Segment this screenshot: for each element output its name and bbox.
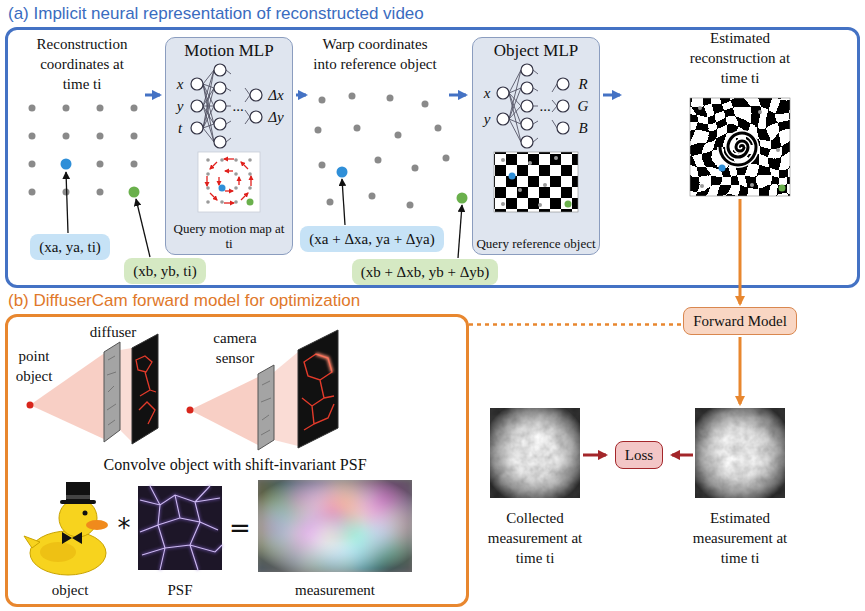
operator-symbol: =	[210, 514, 270, 542]
coordinate-callout: (xb + Δxb, yb + Δyb)	[352, 259, 499, 285]
mlp-box: Object MLP Query reference object	[472, 37, 600, 255]
image-caption: Estimated measurement at time ti	[680, 508, 800, 568]
image-label: object	[20, 580, 120, 600]
input-variable: t	[150, 119, 210, 137]
label-wrap: diffuser	[78, 322, 148, 342]
input-variable: x	[150, 75, 210, 93]
label-wrap: camera sensor	[205, 328, 265, 368]
box-title: Motion MLP	[166, 41, 292, 61]
output-variable: Δy	[246, 108, 306, 126]
box-text: Forward Model	[693, 312, 787, 330]
output-variable: B	[553, 119, 613, 137]
loss-box: Loss	[615, 441, 663, 469]
label-wrap: ...	[208, 97, 268, 115]
label-wrap: y	[150, 97, 210, 115]
box-title: Object MLP	[473, 41, 599, 61]
dashed-connector	[469, 323, 683, 326]
column-caption: Warp coordinates into reference object	[310, 34, 440, 74]
input-variable: y	[457, 110, 517, 128]
label-wrap: Reconstruction coordinates at time ti	[28, 34, 136, 94]
panel-heading: (b) DiffuserCam forward model for optimi…	[8, 291, 360, 311]
box-note: Query reference object	[476, 236, 596, 251]
coordinate-callout: (xa, ya, ti)	[30, 234, 110, 260]
label-wrap: B	[553, 119, 613, 137]
image-label: measurement	[275, 580, 395, 600]
mlp-box: Motion MLP Query motion map at ti	[165, 37, 293, 255]
process-box: Forward Model	[683, 307, 797, 335]
output-variable: R	[553, 75, 613, 93]
panel-heading: (a) Implicit neural representation of re…	[8, 4, 424, 24]
box-text: (xb, yb, ti)	[133, 262, 196, 280]
label-wrap: Estimated measurement at time ti	[680, 508, 800, 568]
part-label: camera sensor	[205, 328, 265, 368]
label-wrap: Convolve object with shift-invariant PSF	[25, 455, 445, 475]
label-wrap: point object	[8, 346, 60, 386]
image-caption: Collected measurement at time ti	[475, 508, 595, 568]
label-wrap: Warp coordinates into reference object	[310, 34, 440, 74]
box-text: (xb + Δxb, yb + Δyb)	[361, 263, 490, 281]
label-wrap: PSF	[130, 580, 230, 600]
label-wrap: =	[210, 514, 270, 542]
coordinate-callout: (xb, yb, ti)	[124, 258, 205, 284]
part-label: diffuser	[78, 322, 148, 342]
box-text: (xa, ya, ti)	[39, 238, 101, 256]
label-wrap: R	[553, 75, 613, 93]
column-caption: Reconstruction coordinates at time ti	[28, 34, 136, 94]
label-wrap: x	[457, 84, 517, 102]
label-wrap: x	[150, 75, 210, 93]
input-variable: x	[457, 84, 517, 102]
label-wrap: measurement	[275, 580, 395, 600]
layer-ellipsis: ...	[208, 97, 268, 115]
part-label: point object	[8, 346, 60, 386]
title-wrap: Motion MLP	[166, 41, 292, 61]
label-wrap: ...	[515, 97, 575, 115]
heading-wrap: (b) DiffuserCam forward model for optimi…	[8, 291, 360, 311]
label-wrap: Δy	[246, 108, 306, 126]
image-label: PSF	[130, 580, 230, 600]
title-wrap: Object MLP	[473, 41, 599, 61]
note-wrap: Query reference object	[476, 236, 596, 251]
output-variable: Δx	[246, 86, 306, 104]
label-wrap: t	[150, 119, 210, 137]
label-wrap: *	[94, 514, 154, 542]
layer-ellipsis: ...	[515, 97, 575, 115]
note-wrap: Query motion map at ti	[169, 221, 289, 251]
heading-wrap: (a) Implicit neural representation of re…	[8, 4, 424, 24]
box-note: Query motion map at ti	[169, 221, 289, 251]
caption-text: Convolve object with shift-invariant PSF	[25, 455, 445, 475]
output-variable: G	[553, 97, 613, 115]
box-text: (xa + Δxa, ya + Δya)	[309, 230, 434, 248]
coordinate-callout: (xa + Δxa, ya + Δya)	[300, 226, 443, 252]
operator-symbol: *	[94, 514, 154, 542]
label-wrap: G	[553, 97, 613, 115]
label-wrap: y	[457, 110, 517, 128]
input-variable: y	[150, 97, 210, 115]
label-wrap: Δx	[246, 86, 306, 104]
box-text: Loss	[625, 446, 653, 464]
label-wrap: Estimated reconstruction at time ti	[680, 28, 800, 88]
label-wrap: object	[20, 580, 120, 600]
label-wrap: Collected measurement at time ti	[475, 508, 595, 568]
column-caption: Estimated reconstruction at time ti	[680, 28, 800, 88]
